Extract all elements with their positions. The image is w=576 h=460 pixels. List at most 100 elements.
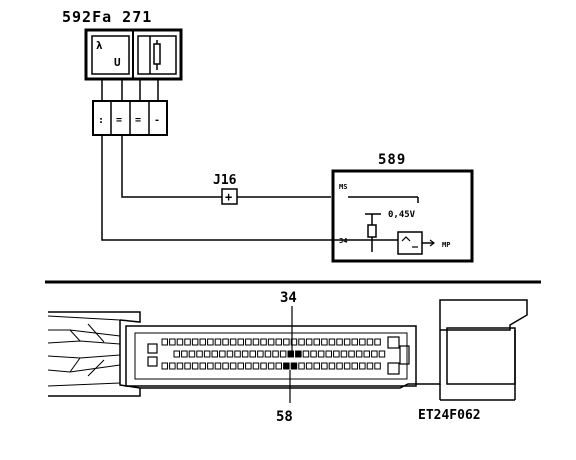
connector-pin-cavity (275, 338, 282, 346)
sensor-leads (101, 79, 159, 101)
sensor-title: 592Fa 271 (62, 8, 152, 26)
connector-pin-cavity (366, 338, 374, 346)
ecu-title: 589 (378, 152, 406, 168)
amplifier-icon (397, 231, 423, 255)
connector-pin-cavity (173, 350, 180, 358)
pin-callout-bottom: 58 (276, 409, 293, 425)
connector-pin-cavity (211, 350, 218, 358)
connector-pin-cavity (371, 350, 378, 358)
ecu-amp-out: MP (442, 241, 450, 249)
connector-pin-cavity (343, 338, 351, 346)
connector-pin-cavity (279, 350, 287, 358)
connector-pin-cavity (245, 338, 252, 346)
connector-pin-cavity (283, 338, 290, 346)
connector-pin-cavity (234, 350, 241, 358)
connector-pin-cavity (219, 350, 226, 358)
connector-pin-cavity (191, 338, 199, 346)
connector-pin-cavity (267, 362, 275, 370)
connector-pin-cavity (305, 338, 313, 346)
connector-pin-cavity (348, 350, 355, 358)
connector-pin-cavity (184, 362, 191, 370)
connector-pin-4: - (154, 115, 160, 126)
junction-label: J16 (213, 173, 237, 188)
connector-pin-cavity (184, 338, 191, 346)
connector-pin-cavity (325, 350, 332, 358)
ecu-pin-lower: 34 (339, 237, 347, 245)
connector-pin-cavity (363, 350, 370, 358)
connector-pin-cavity (203, 350, 211, 358)
heater-resistor-icon (153, 43, 161, 65)
ecu-connector-view: 34 58 ET24F062 (47, 290, 528, 425)
connector-pin-cavity (287, 350, 294, 358)
connector-pin-cavity (229, 338, 237, 346)
connector-pin-cavity (260, 338, 267, 346)
connector-pin-cavity (290, 362, 298, 370)
connector-pin-cavity (351, 338, 358, 346)
connector-pin-cavity (321, 362, 328, 370)
connector-pin-cavity (257, 350, 264, 358)
connector-pin-cavity (298, 338, 305, 346)
connector-pin-cavity (321, 338, 328, 346)
connector-pin-cavity (176, 338, 184, 346)
connector-pin-cavity (214, 338, 222, 346)
connector-pin-cavity (241, 350, 249, 358)
connector-pin-3: = (135, 115, 141, 126)
lambda-sensor: 592Fa 271 λ U (62, 8, 183, 81)
connector-pin-cavity (229, 362, 237, 370)
connector-pin-cavity (260, 362, 267, 370)
connector-pin-cavity (267, 338, 275, 346)
connector-pin-cavity (199, 362, 206, 370)
connector-pin-cavity (340, 350, 348, 358)
figure-reference: ET24F062 (418, 408, 481, 423)
connector-pin-cavity (272, 350, 279, 358)
sensor-connector: : = = - (92, 100, 168, 136)
signal-wires (101, 135, 336, 241)
connector-pin-cavity (222, 338, 229, 346)
connector-pin-cavity (196, 350, 203, 358)
connector-pin-cavity (317, 350, 325, 358)
connector-pin-cavity (199, 338, 206, 346)
connector-pin-cavity (283, 362, 290, 370)
connector-pin-cavity (374, 338, 381, 346)
connector-pin-cavity (313, 362, 320, 370)
connector-pin-2: = (116, 115, 122, 126)
connector-pin-cavity (374, 362, 381, 370)
connector-pin-cavity (161, 338, 168, 346)
pin-rows (161, 338, 386, 370)
connector-pin-cavity (252, 338, 260, 346)
connector-pin-cavity (214, 362, 222, 370)
connector-pin-cavity (328, 362, 336, 370)
connector-pin-cavity (181, 350, 188, 358)
ecu-voltage: 0,45V (388, 210, 416, 220)
connector-pin-cavity (328, 338, 336, 346)
connector-pin-cavity (305, 362, 313, 370)
ecu-pin-upper: MS (339, 183, 347, 191)
connector-pin-cavity (207, 362, 214, 370)
u-symbol: U (114, 56, 121, 69)
connector-pin-cavity (169, 338, 176, 346)
connector-pin-cavity (366, 362, 374, 370)
connector-pin-cavity (191, 362, 199, 370)
connector-pin-cavity (302, 350, 310, 358)
connector-pin-cavity (290, 338, 298, 346)
connector-pin-cavity (222, 362, 229, 370)
connector-pin-cavity (313, 338, 320, 346)
reference-resistor-icon (367, 224, 377, 238)
connector-pin-cavity (237, 362, 244, 370)
connector-pin-cavity (237, 338, 244, 346)
connector-pin-cavity (226, 350, 234, 358)
connector-pin-cavity (252, 362, 260, 370)
connector-pin-cavity (351, 362, 358, 370)
lambda-symbol: λ (96, 39, 103, 52)
junction-j16: J16 + (213, 173, 238, 205)
pin-callout-top: 34 (280, 290, 297, 306)
connector-pin-cavity (295, 350, 302, 358)
connector-pin-cavity (359, 338, 366, 346)
connector-pin-cavity (355, 350, 363, 358)
ecu-589: 589 MS 0,45V 34 MP (331, 152, 474, 263)
connector-pin-cavity (275, 362, 282, 370)
connector-pin-cavity (336, 362, 343, 370)
junction-symbol: + (225, 190, 232, 204)
connector-pin-cavity (298, 362, 305, 370)
